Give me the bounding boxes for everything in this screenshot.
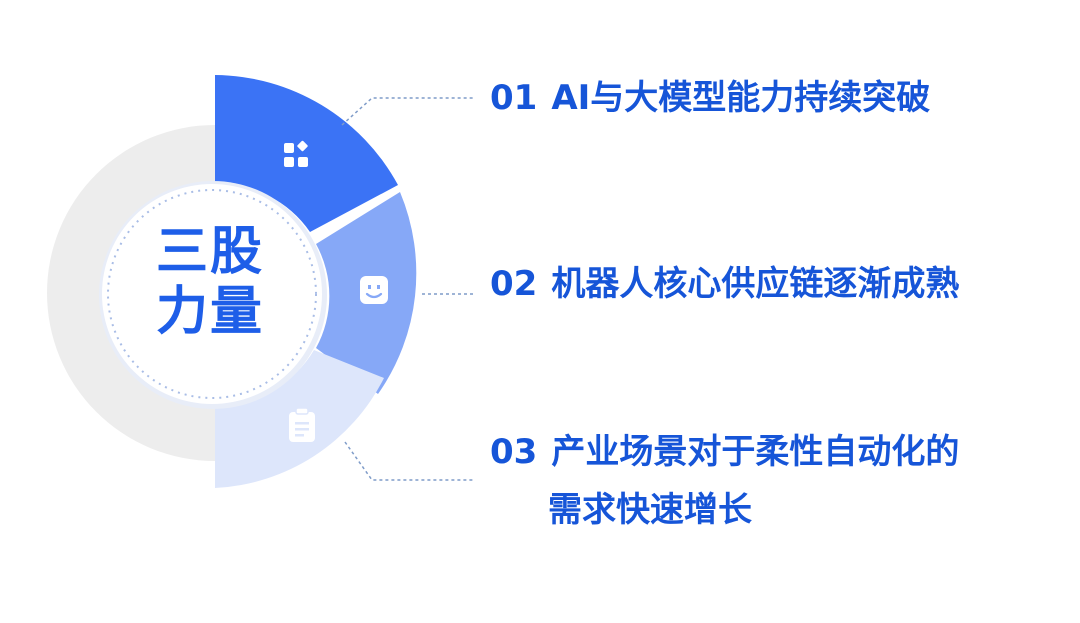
- center-title-line-1: 三股: [155, 222, 264, 282]
- point-03: 03 产业场景对于柔性自动化的 需求快速增长: [490, 423, 959, 539]
- point-02-text: 机器人核心供应链逐渐成熟: [551, 264, 960, 304]
- point-03-number: 03: [490, 432, 538, 472]
- robot-face-icon: [360, 276, 388, 304]
- point-03-text: 产业场景对于柔性自动化的: [551, 432, 960, 472]
- center-circle: [102, 184, 322, 404]
- connector-01: [341, 97, 475, 126]
- point-01-number: 01: [490, 78, 538, 118]
- point-01-text: AI与大模型能力持续突破: [551, 78, 931, 118]
- center-title: 三股 力量: [110, 222, 310, 342]
- connector-03: [344, 441, 475, 481]
- ring-background: [47, 125, 215, 461]
- center-dotted-ring: [107, 189, 317, 399]
- point-02-number: 02: [490, 264, 538, 304]
- clipboard-document-icon: [289, 407, 315, 442]
- apps-grid-icon: [284, 140, 308, 167]
- center-title-line-2: 力量: [155, 282, 264, 342]
- point-02: 02 机器人核心供应链逐渐成熟: [490, 255, 959, 313]
- point-03-text-continued: 需求快速增长: [548, 490, 752, 530]
- segment-01: [215, 75, 398, 232]
- point-01: 01 AI与大模型能力持续突破: [490, 69, 930, 127]
